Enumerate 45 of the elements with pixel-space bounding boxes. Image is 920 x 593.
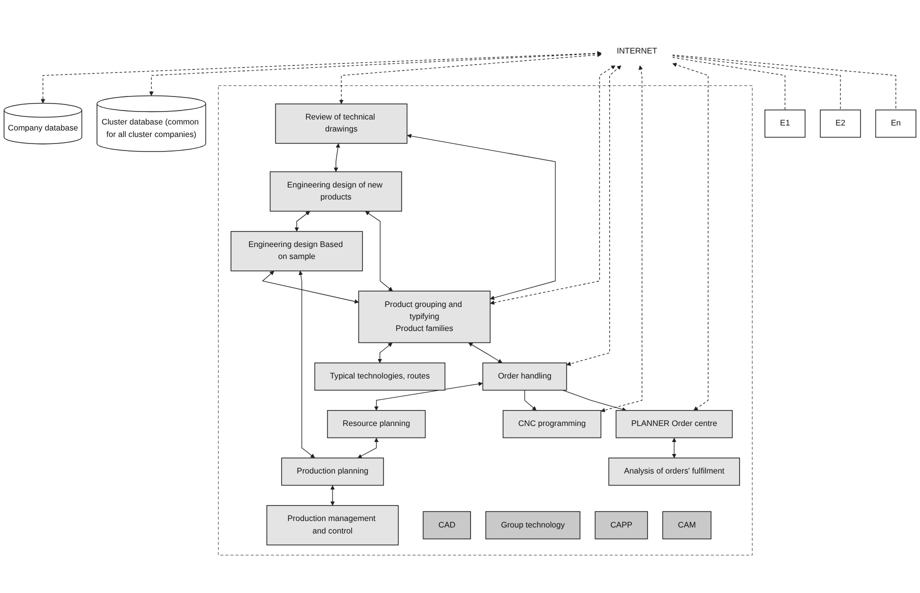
node-box <box>594 511 648 540</box>
node-text: INTERNET <box>616 47 658 56</box>
node-box <box>616 410 733 438</box>
arrow <box>378 342 392 364</box>
connector <box>672 54 896 110</box>
arrow <box>294 211 310 232</box>
node-box <box>422 511 471 540</box>
arrow <box>407 134 556 300</box>
arrow <box>298 270 315 458</box>
arrow <box>330 485 335 506</box>
node-box <box>281 458 384 486</box>
arrow <box>40 51 602 104</box>
node-box <box>314 362 446 391</box>
node-box <box>662 511 712 540</box>
arrow <box>490 65 616 305</box>
arrow <box>149 51 602 96</box>
node-box <box>266 505 399 546</box>
cluster <box>218 85 752 556</box>
arrow <box>672 62 708 411</box>
arrow <box>562 390 627 412</box>
connector <box>672 55 841 110</box>
node-box <box>275 103 408 144</box>
connector <box>672 57 786 110</box>
arrow <box>358 438 379 458</box>
node-box <box>482 362 568 391</box>
node-box <box>875 110 916 138</box>
node-box <box>327 410 426 438</box>
arrow <box>468 342 502 364</box>
arrow <box>365 211 393 292</box>
arrow <box>374 382 483 411</box>
arrow <box>600 65 643 412</box>
node-box <box>608 458 740 486</box>
arrow <box>262 270 359 304</box>
node-box <box>764 110 806 138</box>
node-box <box>820 110 861 138</box>
node-box <box>502 410 602 438</box>
arrow <box>672 438 676 458</box>
arrow <box>334 143 340 172</box>
node-box <box>485 511 580 540</box>
arrow <box>566 65 622 366</box>
node-box <box>270 171 402 212</box>
node-box <box>358 290 491 343</box>
node-box <box>230 231 363 272</box>
arrow <box>339 52 602 104</box>
arrow <box>524 390 537 411</box>
